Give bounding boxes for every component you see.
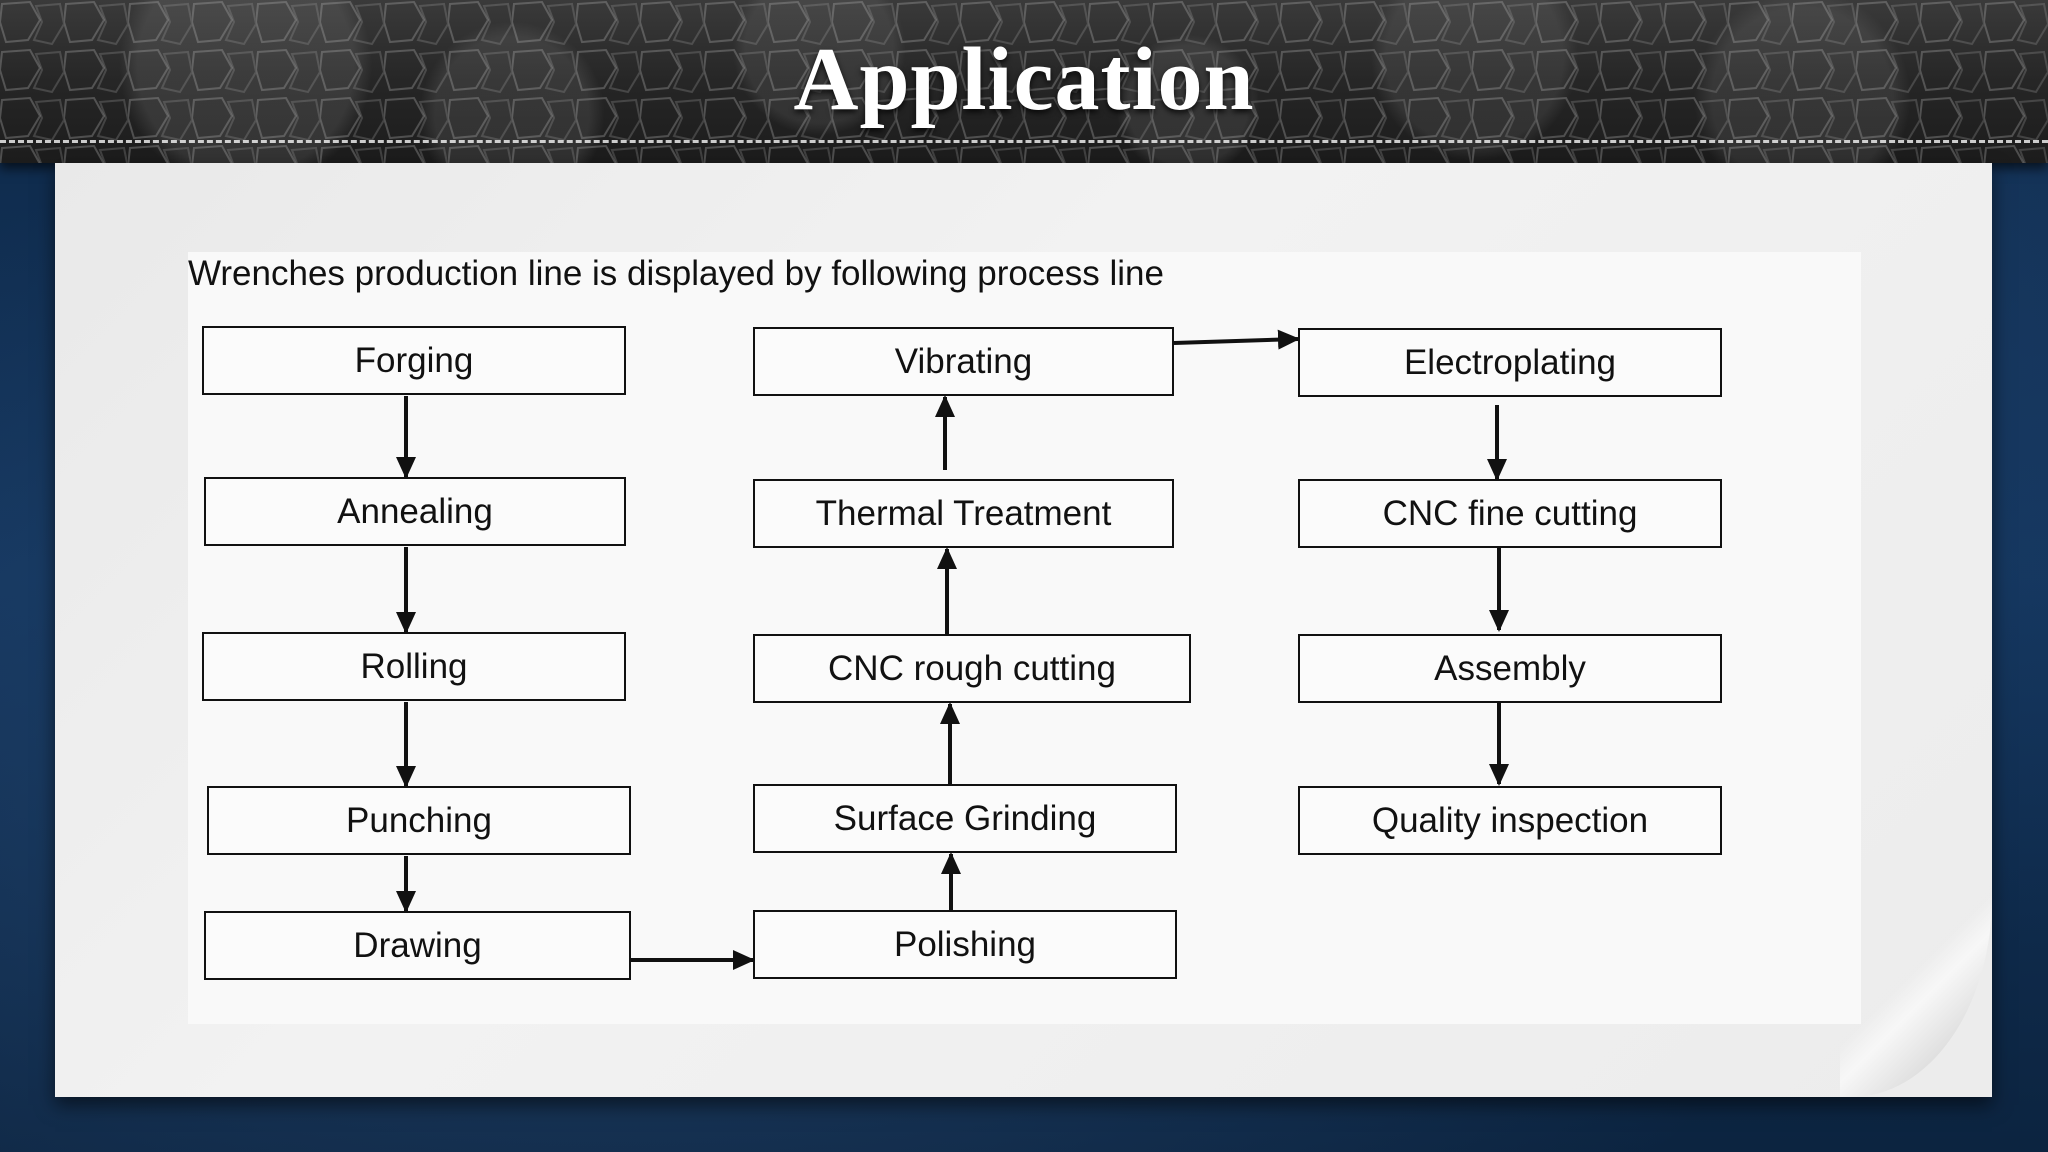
slide-title: Application: [793, 30, 1255, 129]
step-cnc-fine-cutting: CNC fine cutting: [1298, 479, 1722, 548]
step-assembly: Assembly: [1298, 634, 1722, 703]
step-cnc-rough-cutting: CNC rough cutting: [753, 634, 1191, 703]
step-vibrating: Vibrating: [753, 327, 1174, 396]
stitch-line: [0, 140, 2048, 143]
step-thermal-treatment: Thermal Treatment: [753, 479, 1174, 548]
leather-texture: [0, 0, 2048, 163]
step-rolling: Rolling: [202, 632, 626, 701]
step-surface-grinding: Surface Grinding: [753, 784, 1177, 853]
step-electroplating: Electroplating: [1298, 328, 1722, 397]
step-punching: Punching: [207, 786, 631, 855]
step-forging: Forging: [202, 326, 626, 395]
title-banner: Application: [0, 0, 2048, 163]
step-polishing: Polishing: [753, 910, 1177, 979]
step-quality-inspection: Quality inspection: [1298, 786, 1722, 855]
diagram-subtitle: Wrenches production line is displayed by…: [188, 254, 1164, 293]
step-annealing: Annealing: [204, 477, 626, 546]
step-drawing: Drawing: [204, 911, 631, 980]
